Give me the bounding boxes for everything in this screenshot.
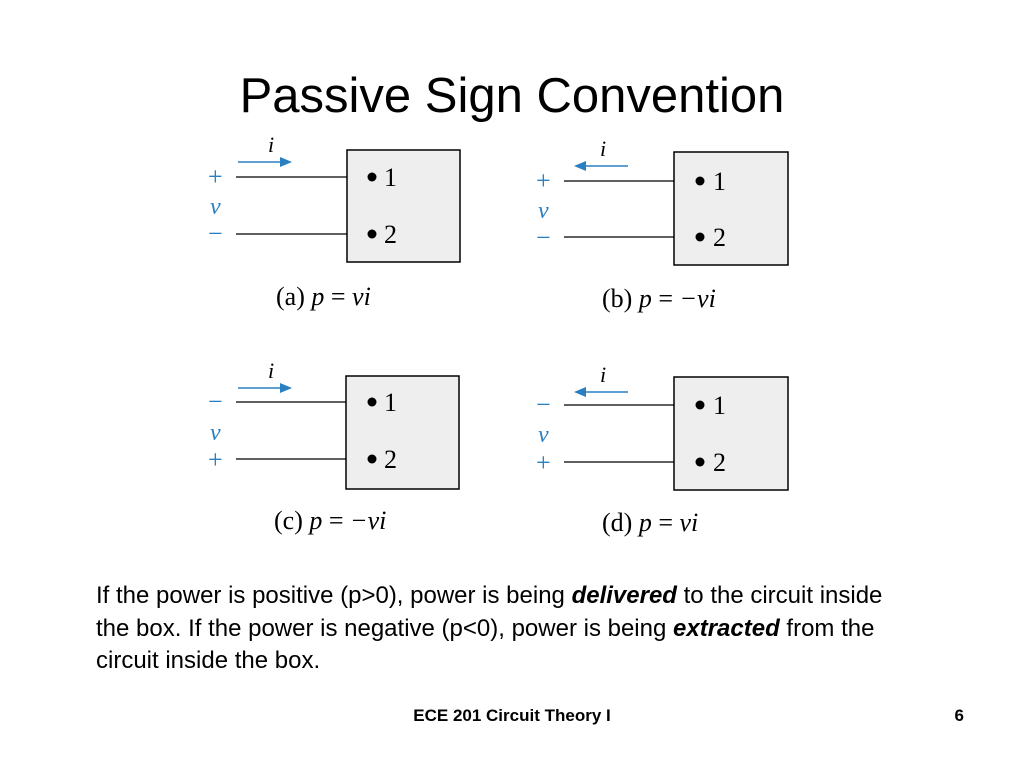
terminal-dot-2 bbox=[367, 454, 377, 464]
current-label: i bbox=[600, 136, 606, 161]
diagram-d: i − v + 1 2 (d) p = vi bbox=[536, 362, 789, 537]
terminal-dot-2 bbox=[695, 457, 705, 467]
terminal-dot-1 bbox=[695, 176, 705, 186]
circuit-box bbox=[345, 375, 460, 490]
current-label: i bbox=[268, 358, 274, 383]
slide-title: Passive Sign Convention bbox=[239, 69, 785, 123]
terminal-dot-1 bbox=[367, 397, 377, 407]
bottom-sign: + bbox=[208, 445, 223, 474]
top-sign: − bbox=[536, 390, 551, 419]
caption: (a) p = vi bbox=[276, 282, 371, 311]
caption: (d) p = vi bbox=[602, 508, 698, 537]
terminal-label-1: 1 bbox=[713, 167, 726, 196]
bottom-sign: − bbox=[536, 223, 551, 252]
bottom-sign: + bbox=[536, 448, 551, 477]
circuit-box bbox=[673, 151, 789, 266]
voltage-label: v bbox=[538, 198, 549, 224]
diagram-c: i − v + 1 2 (c) p = −vi bbox=[208, 358, 460, 535]
terminal-label-2: 2 bbox=[713, 448, 726, 477]
current-arrow bbox=[574, 161, 628, 171]
current-label: i bbox=[600, 362, 606, 387]
top-sign: + bbox=[536, 166, 551, 195]
terminal-label-2: 2 bbox=[384, 445, 397, 474]
voltage-label: v bbox=[210, 420, 221, 446]
current-arrow bbox=[238, 383, 292, 393]
diagram-b: i + v − 1 2 (b) p = −vi bbox=[536, 136, 789, 313]
terminal-dot-1 bbox=[695, 400, 705, 410]
voltage-label: v bbox=[210, 194, 221, 220]
top-sign: + bbox=[208, 162, 223, 191]
emphasis-delivered: delivered bbox=[571, 582, 677, 609]
terminal-label-2: 2 bbox=[384, 220, 397, 249]
body-paragraph: If the power is positive (p>0), power is… bbox=[96, 582, 883, 674]
caption: (c) p = −vi bbox=[274, 506, 386, 535]
terminal-label-1: 1 bbox=[384, 388, 397, 417]
circuit-box bbox=[346, 149, 461, 263]
emphasis-extracted: extracted bbox=[673, 614, 780, 642]
bottom-sign: − bbox=[208, 219, 223, 248]
current-arrow bbox=[574, 387, 628, 397]
terminal-label-1: 1 bbox=[384, 163, 397, 192]
diagram-a: i + v − 1 2 (a) p = vi bbox=[208, 132, 461, 311]
caption: (b) p = −vi bbox=[602, 284, 716, 313]
terminal-label-1: 1 bbox=[713, 391, 726, 420]
terminal-dot-1 bbox=[367, 172, 377, 182]
terminal-dot-2 bbox=[367, 229, 377, 239]
page-number: 6 bbox=[954, 706, 964, 725]
current-label: i bbox=[268, 132, 274, 157]
voltage-label: v bbox=[538, 422, 549, 448]
terminal-dot-2 bbox=[695, 232, 705, 242]
terminal-label-2: 2 bbox=[713, 223, 726, 252]
current-arrow bbox=[238, 157, 292, 167]
circuit-box bbox=[673, 376, 789, 491]
top-sign: − bbox=[208, 387, 223, 416]
footer-course: ECE 201 Circuit Theory I bbox=[413, 706, 611, 725]
